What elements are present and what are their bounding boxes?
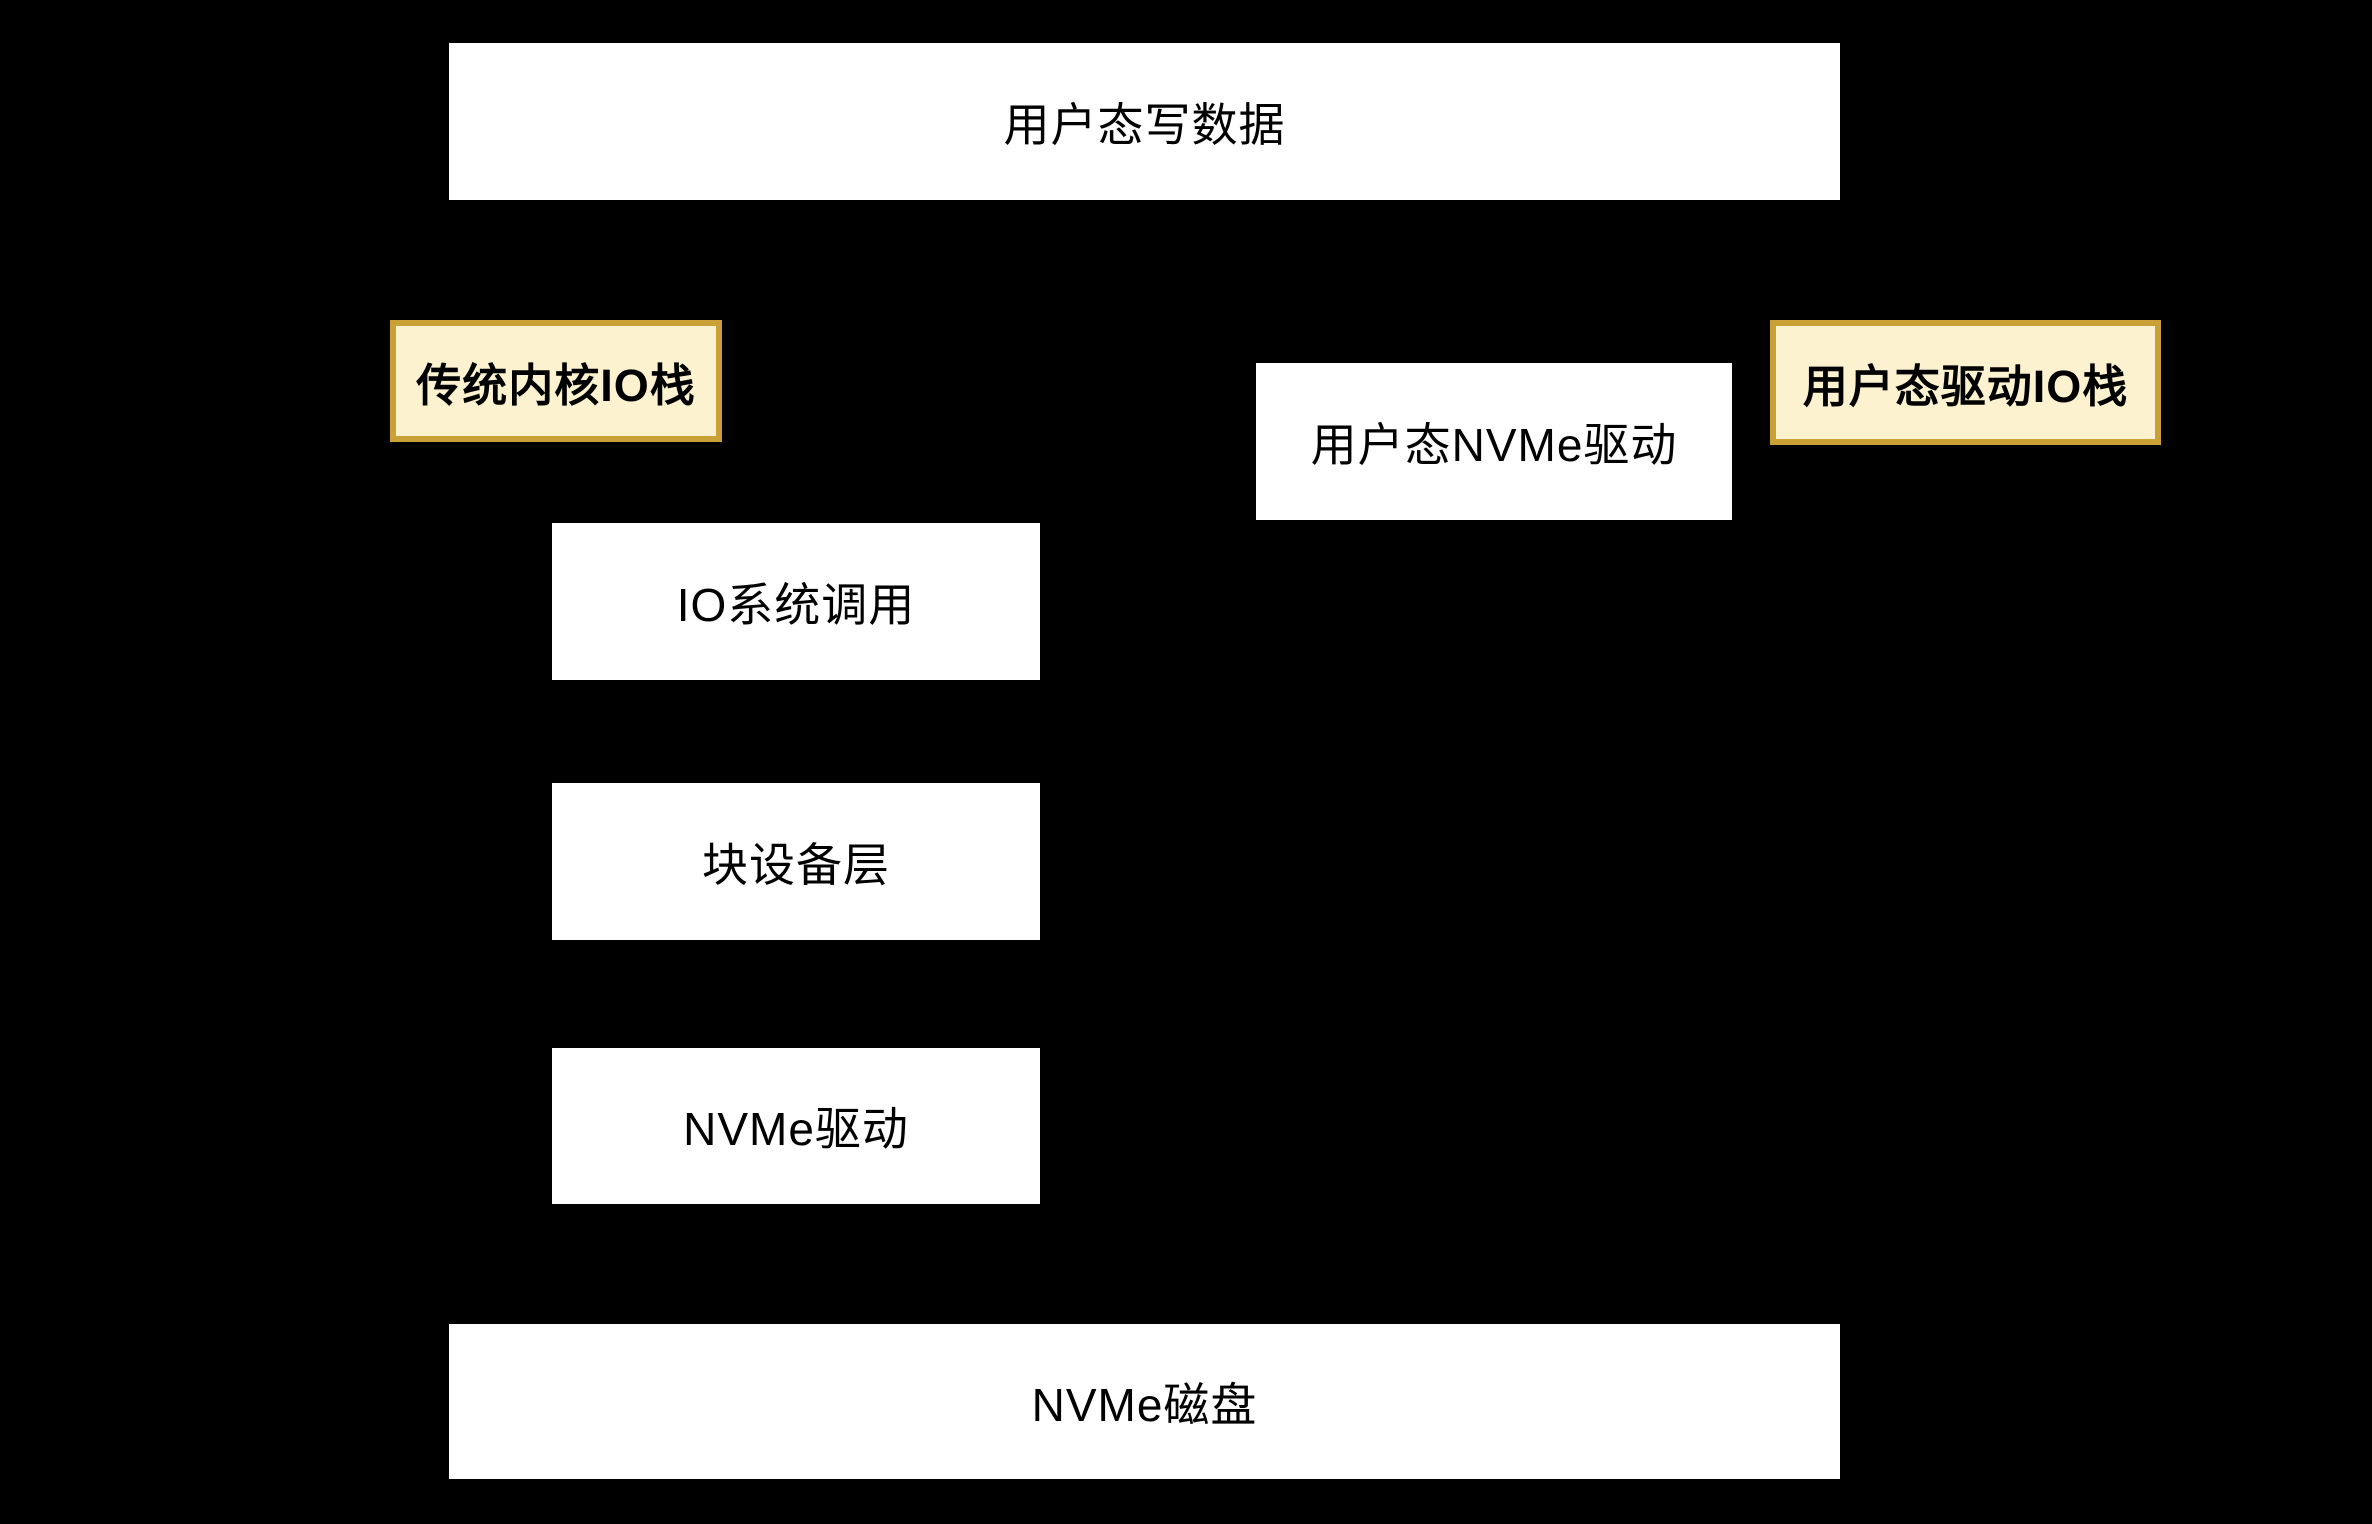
box-block-device-layer: 块设备层 xyxy=(552,783,1040,940)
box-user-mode-nvme-driver: 用户态NVMe驱动 xyxy=(1256,363,1732,520)
box-kernel-nvme-driver: NVMe驱动 xyxy=(552,1048,1040,1204)
box-io-system-call: IO系统调用 xyxy=(552,523,1040,680)
box-user-mode-write-data: 用户态写数据 xyxy=(449,43,1840,200)
label-user-mode-driver-io-stack: 用户态驱动IO栈 xyxy=(1770,320,2161,445)
box-nvme-disk: NVMe磁盘 xyxy=(449,1324,1840,1479)
label-traditional-kernel-io-stack: 传统内核IO栈 xyxy=(390,320,722,442)
